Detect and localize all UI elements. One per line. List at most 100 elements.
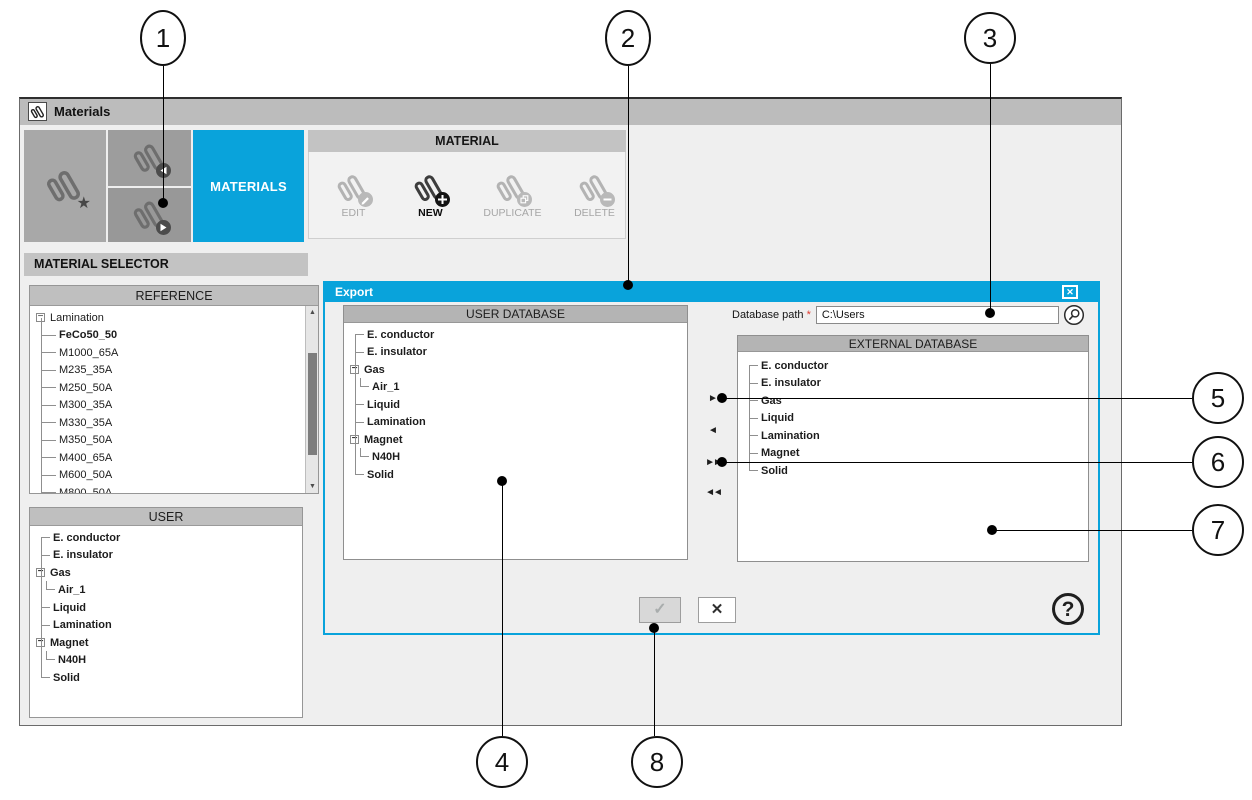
tree-item-gas[interactable]: −Gas <box>30 564 302 582</box>
tree-item-lamination[interactable]: −Lamination <box>30 309 318 327</box>
tree-item-label: Gas <box>761 394 782 407</box>
scroll-up-icon[interactable]: ▲ <box>309 309 316 316</box>
tree-guide <box>749 382 758 384</box>
callout-4: 4 <box>476 736 528 788</box>
tree-item-e-conductor[interactable]: E. conductor <box>30 529 302 547</box>
new-material-button[interactable]: NEW <box>400 171 461 219</box>
tree-item-m300-35a[interactable]: M300_35A <box>30 397 318 415</box>
user-database-title: USER DATABASE <box>344 306 687 323</box>
tree-item-m1000-65a[interactable]: M1000_65A <box>30 344 318 362</box>
tree-guide-line <box>749 366 750 471</box>
magnifier-icon <box>1063 304 1084 326</box>
tab-materials[interactable]: MATERIALS <box>193 130 304 242</box>
delete-material-button[interactable]: DELETE <box>564 171 625 219</box>
help-icon[interactable]: ? <box>1052 593 1084 625</box>
materials-import-tile[interactable] <box>108 130 191 186</box>
tree-guide <box>41 334 56 336</box>
tree-item-m330-35a[interactable]: M330_35A <box>30 414 318 432</box>
tree-item-n40h[interactable]: N40H <box>30 651 302 670</box>
arrow-right-badge-icon <box>155 220 171 235</box>
tree-item-n40h[interactable]: N40H <box>344 448 687 467</box>
pencil-badge-icon <box>358 192 374 207</box>
tree-item-e-conductor[interactable]: E. conductor <box>738 357 1088 375</box>
tree-collapse-icon[interactable]: − <box>350 364 359 375</box>
tree-guide <box>360 448 369 458</box>
tree-item-liquid[interactable]: Liquid <box>30 599 302 617</box>
tree-item-label: Solid <box>53 671 80 684</box>
export-dialog-titlebar[interactable]: Export ✕ <box>325 283 1098 302</box>
duplicate-material-button[interactable]: DUPLICATE <box>477 171 548 219</box>
cancel-button[interactable]: ✕ <box>698 597 736 623</box>
tree-item-liquid[interactable]: Liquid <box>738 410 1088 428</box>
tree-guide <box>355 351 364 353</box>
tree-guide-line <box>41 538 42 678</box>
tree-item-e-conductor[interactable]: E. conductor <box>344 326 687 344</box>
move-left-icon[interactable]: ◄ <box>708 425 718 436</box>
close-icon[interactable]: ✕ <box>1062 285 1078 299</box>
tree-item-m400-65a[interactable]: M400_65A <box>30 449 318 467</box>
tree-item-magnet[interactable]: −Magnet <box>30 634 302 652</box>
tree-item-m800-50a[interactable]: M800_50A <box>30 484 318 493</box>
user-panel-title: USER <box>30 508 302 526</box>
tree-item-e-insulator[interactable]: E. insulator <box>344 344 687 362</box>
tree-item-e-insulator[interactable]: E. insulator <box>30 547 302 565</box>
tree-item-label: M250_50A <box>59 381 113 394</box>
tree-item-m600-50a[interactable]: M600_50A <box>30 467 318 485</box>
tree-item-air-1[interactable]: Air_1 <box>344 378 687 397</box>
tree-item-label: N40H <box>372 451 401 464</box>
tree-item-m350-50a[interactable]: M350_50A <box>30 432 318 450</box>
app-logo-icon <box>28 102 47 121</box>
tree-item-solid[interactable]: Solid <box>738 461 1088 480</box>
tree-item-lamination[interactable]: Lamination <box>738 427 1088 445</box>
tree-item-liquid[interactable]: Liquid <box>344 396 687 414</box>
delete-label: DELETE <box>574 207 615 219</box>
tree-item-feco50-50[interactable]: FeCo50_50 <box>30 327 318 345</box>
browse-path-button[interactable] <box>1063 304 1085 326</box>
edit-material-button[interactable]: EDIT <box>323 171 384 219</box>
tree-item-label: M800_50A <box>59 486 113 493</box>
callout-7: 7 <box>1192 504 1244 556</box>
move-all-left-icon[interactable]: ◄◄ <box>705 487 723 498</box>
tree-guide <box>749 417 758 419</box>
tree-collapse-icon[interactable]: − <box>36 311 45 323</box>
tree-item-solid[interactable]: Solid <box>344 465 687 484</box>
tree-item-label: E. insulator <box>367 346 427 359</box>
move-right-icon[interactable]: ► <box>708 393 718 404</box>
reference-scrollbar[interactable]: ▲ ▼ <box>305 306 318 493</box>
material-toolbar-group: MATERIAL EDIT <box>308 130 626 241</box>
tree-collapse-icon[interactable]: − <box>350 434 359 445</box>
tree-item-m250-50a[interactable]: M250_50A <box>30 379 318 397</box>
tree-guide <box>355 465 364 475</box>
tree-item-label: M1000_65A <box>59 346 119 359</box>
database-path-input[interactable] <box>815 306 1059 324</box>
move-all-right-icon[interactable]: ►► <box>705 457 723 468</box>
tree-guide <box>749 452 758 454</box>
tree-item-magnet[interactable]: Magnet <box>738 445 1088 463</box>
tree-collapse-icon[interactable]: − <box>36 567 45 578</box>
tree-item-label: M350_50A <box>59 434 113 447</box>
tree-item-lamination[interactable]: Lamination <box>30 617 302 635</box>
tree-item-gas[interactable]: −Gas <box>344 361 687 379</box>
tree-item-label: Lamination <box>53 619 112 632</box>
export-dialog: Export ✕ USER DATABASE E. conductor E. in… <box>323 281 1100 635</box>
materials-export-tile[interactable] <box>108 188 191 242</box>
scrollbar-thumb[interactable] <box>308 353 317 455</box>
tree-item-m235-35a[interactable]: M235_35A <box>30 362 318 380</box>
tree-item-solid[interactable]: Solid <box>30 668 302 687</box>
ok-button[interactable]: ✓ <box>639 597 681 623</box>
tree-item-air-1[interactable]: Air_1 <box>30 581 302 600</box>
tree-item-label: M330_35A <box>59 416 113 429</box>
window-titlebar[interactable]: Materials <box>20 99 1121 125</box>
scroll-down-icon[interactable]: ▼ <box>309 483 316 490</box>
tree-collapse-icon[interactable]: − <box>36 637 45 648</box>
tree-item-gas[interactable]: Gas <box>738 392 1088 410</box>
tree-item-label: E. insulator <box>761 377 821 390</box>
tree-item-magnet[interactable]: −Magnet <box>344 431 687 449</box>
materials-star-tile[interactable]: ★ <box>24 130 106 242</box>
tree-item-lamination[interactable]: Lamination <box>344 414 687 432</box>
tree-item-e-insulator[interactable]: E. insulator <box>738 375 1088 393</box>
tree-guide-line <box>41 318 42 493</box>
tree-guide <box>355 334 364 336</box>
